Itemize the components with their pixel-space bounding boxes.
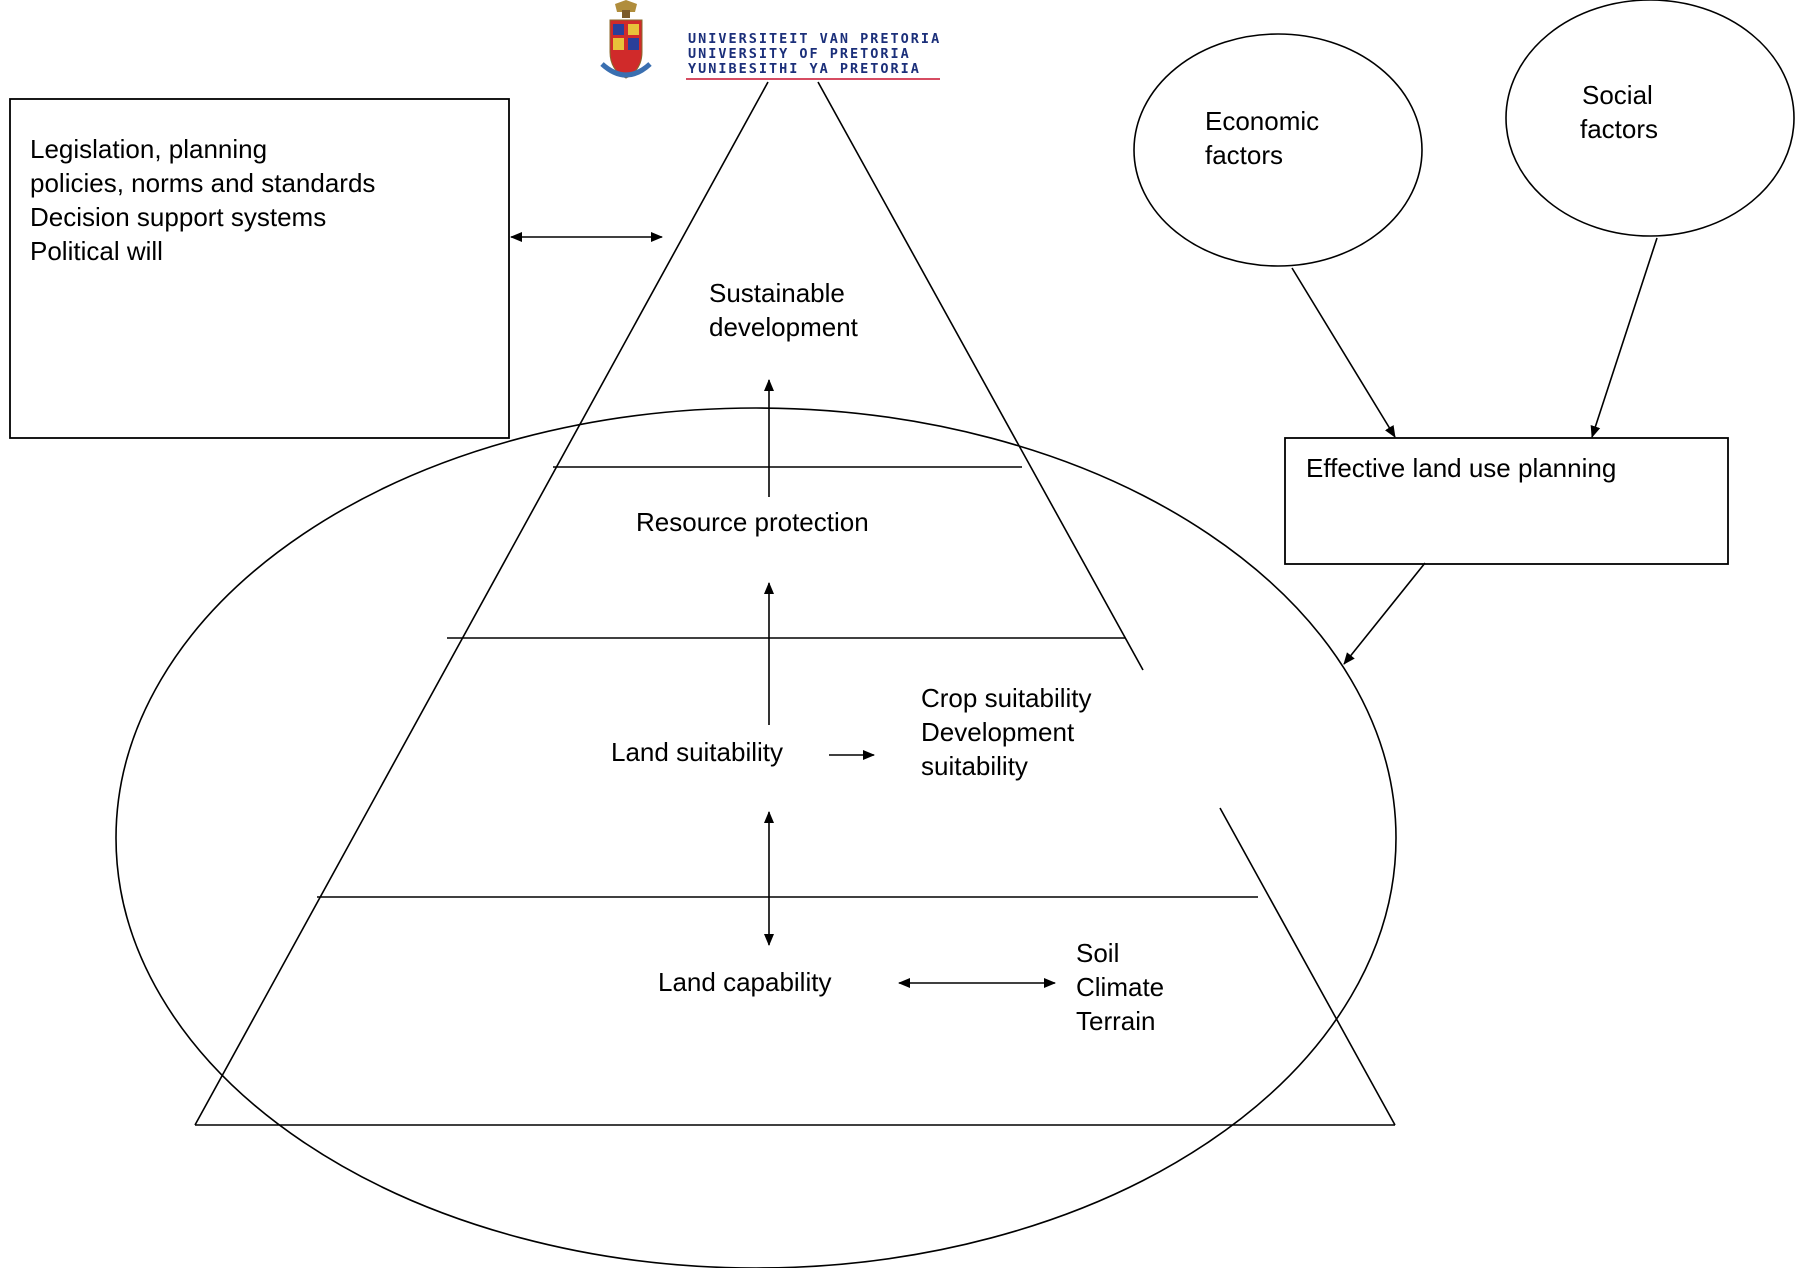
policy-box-text: Legislation, planning policies, norms an… xyxy=(30,134,375,266)
economic-factors-ellipse xyxy=(1133,33,1423,267)
social-factors-ellipse xyxy=(1505,0,1795,237)
logo-line-1: UNIVERSITEIT VAN PRETORIA xyxy=(688,31,941,47)
university-logo: UNIVERSITEIT VAN PRETORIA UNIVERSITY OF … xyxy=(600,0,941,80)
arrow-social-to-planning xyxy=(1590,237,1658,438)
output-suitability: suitability xyxy=(921,751,1028,781)
capability-inputs: Soil Climate Terrain xyxy=(1076,938,1164,1036)
policy-line-3: Decision support systems xyxy=(30,202,326,232)
suitability-outputs: Crop suitability Development suitability xyxy=(921,683,1092,781)
output-development: Development xyxy=(921,717,1075,747)
level-sustainable-development: Sustainable development xyxy=(709,278,859,342)
social-label-1: Social xyxy=(1582,80,1653,110)
arrow-planning-to-ellipse xyxy=(1343,562,1426,665)
input-soil: Soil xyxy=(1076,938,1119,968)
coat-of-arms-icon xyxy=(600,0,652,79)
level-resource-protection: Resource protection xyxy=(636,507,869,537)
policy-box xyxy=(9,98,510,439)
output-crop-suitability: Crop suitability xyxy=(921,683,1092,713)
pyramid xyxy=(194,81,1396,1126)
policy-line-1: Legislation, planning xyxy=(30,134,267,164)
economic-label-1: Economic xyxy=(1205,106,1319,136)
pyramid-right-edge-lower xyxy=(1219,807,1396,1126)
arrow-economic-to-planning xyxy=(1291,267,1396,438)
planning-box xyxy=(1284,437,1729,565)
pyramid-right-edge-upper xyxy=(817,81,1144,671)
policy-line-2: policies, norms and standards xyxy=(30,168,375,198)
level-land-capability: Land capability xyxy=(658,967,831,997)
economic-label-2: factors xyxy=(1205,140,1283,170)
logo-line-3: YUNIBESITHI YA PRETORIA xyxy=(688,61,921,77)
logo-line-2: UNIVERSITY OF PRETORIA xyxy=(688,46,911,62)
level-land-suitability: Land suitability xyxy=(611,737,783,767)
planning-box-label: Effective land use planning xyxy=(1306,453,1616,483)
land-use-ellipse xyxy=(115,407,1397,1268)
sustainable-label-1: Sustainable xyxy=(709,278,845,308)
input-terrain: Terrain xyxy=(1076,1006,1155,1036)
sustainable-label-2: development xyxy=(709,312,859,342)
policy-line-4: Political will xyxy=(30,236,163,266)
pyramid-left-edge xyxy=(194,81,769,1126)
social-label-2: factors xyxy=(1580,114,1658,144)
input-climate: Climate xyxy=(1076,972,1164,1002)
